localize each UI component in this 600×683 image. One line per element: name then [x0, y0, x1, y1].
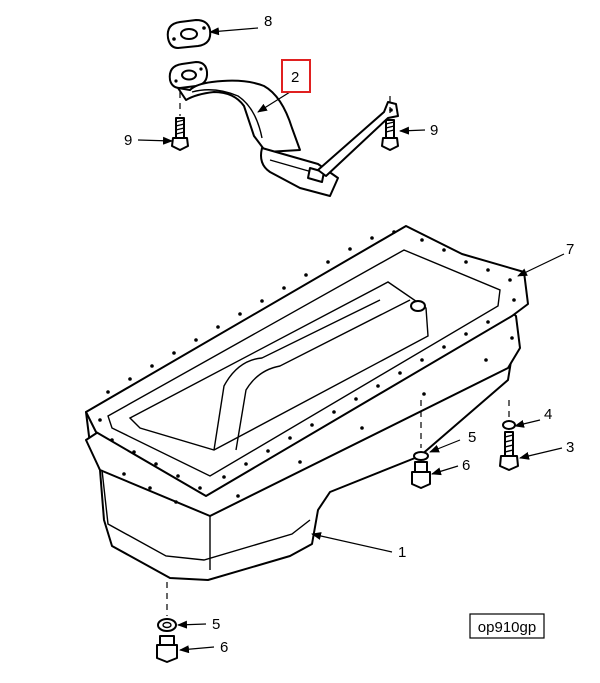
gasket-part [166, 19, 212, 49]
flange-holes [98, 230, 516, 504]
callout-1: 1 [398, 544, 406, 561]
callout-5-bottom: 5 [212, 616, 220, 633]
callout-8: 8 [264, 13, 272, 30]
callout-5-right: 5 [468, 429, 476, 446]
callout-6-right: 6 [462, 457, 470, 474]
reference-code-box: op910gp [469, 613, 545, 639]
callout-4: 4 [544, 406, 552, 423]
sealing-washer-right-part [413, 451, 429, 461]
callout-6-bottom: 6 [220, 639, 228, 656]
callout-7: 7 [566, 241, 574, 258]
capscrew-right-part [381, 119, 399, 151]
callout-9-right: 9 [430, 122, 438, 139]
drain-plug-bottom-part [156, 635, 178, 663]
capscrew-left-part [171, 117, 189, 151]
callout-2: 2 [291, 69, 299, 86]
callouts: 8 2 9 9 7 4 3 5 6 1 5 6 [124, 13, 574, 656]
callout-3: 3 [566, 439, 574, 456]
callout-9-left: 9 [124, 132, 132, 149]
oil-pickup-tube-part [168, 61, 399, 197]
washer-part [502, 420, 516, 430]
callout-2-highlight [281, 59, 311, 93]
reference-code: op910gp [478, 619, 536, 636]
sealing-washer-bottom-part [157, 618, 177, 632]
leader-lines [137, 27, 565, 654]
drain-plug-right-part [411, 461, 431, 489]
oil-pan-part [85, 225, 529, 581]
capscrew-3-part [499, 431, 519, 471]
